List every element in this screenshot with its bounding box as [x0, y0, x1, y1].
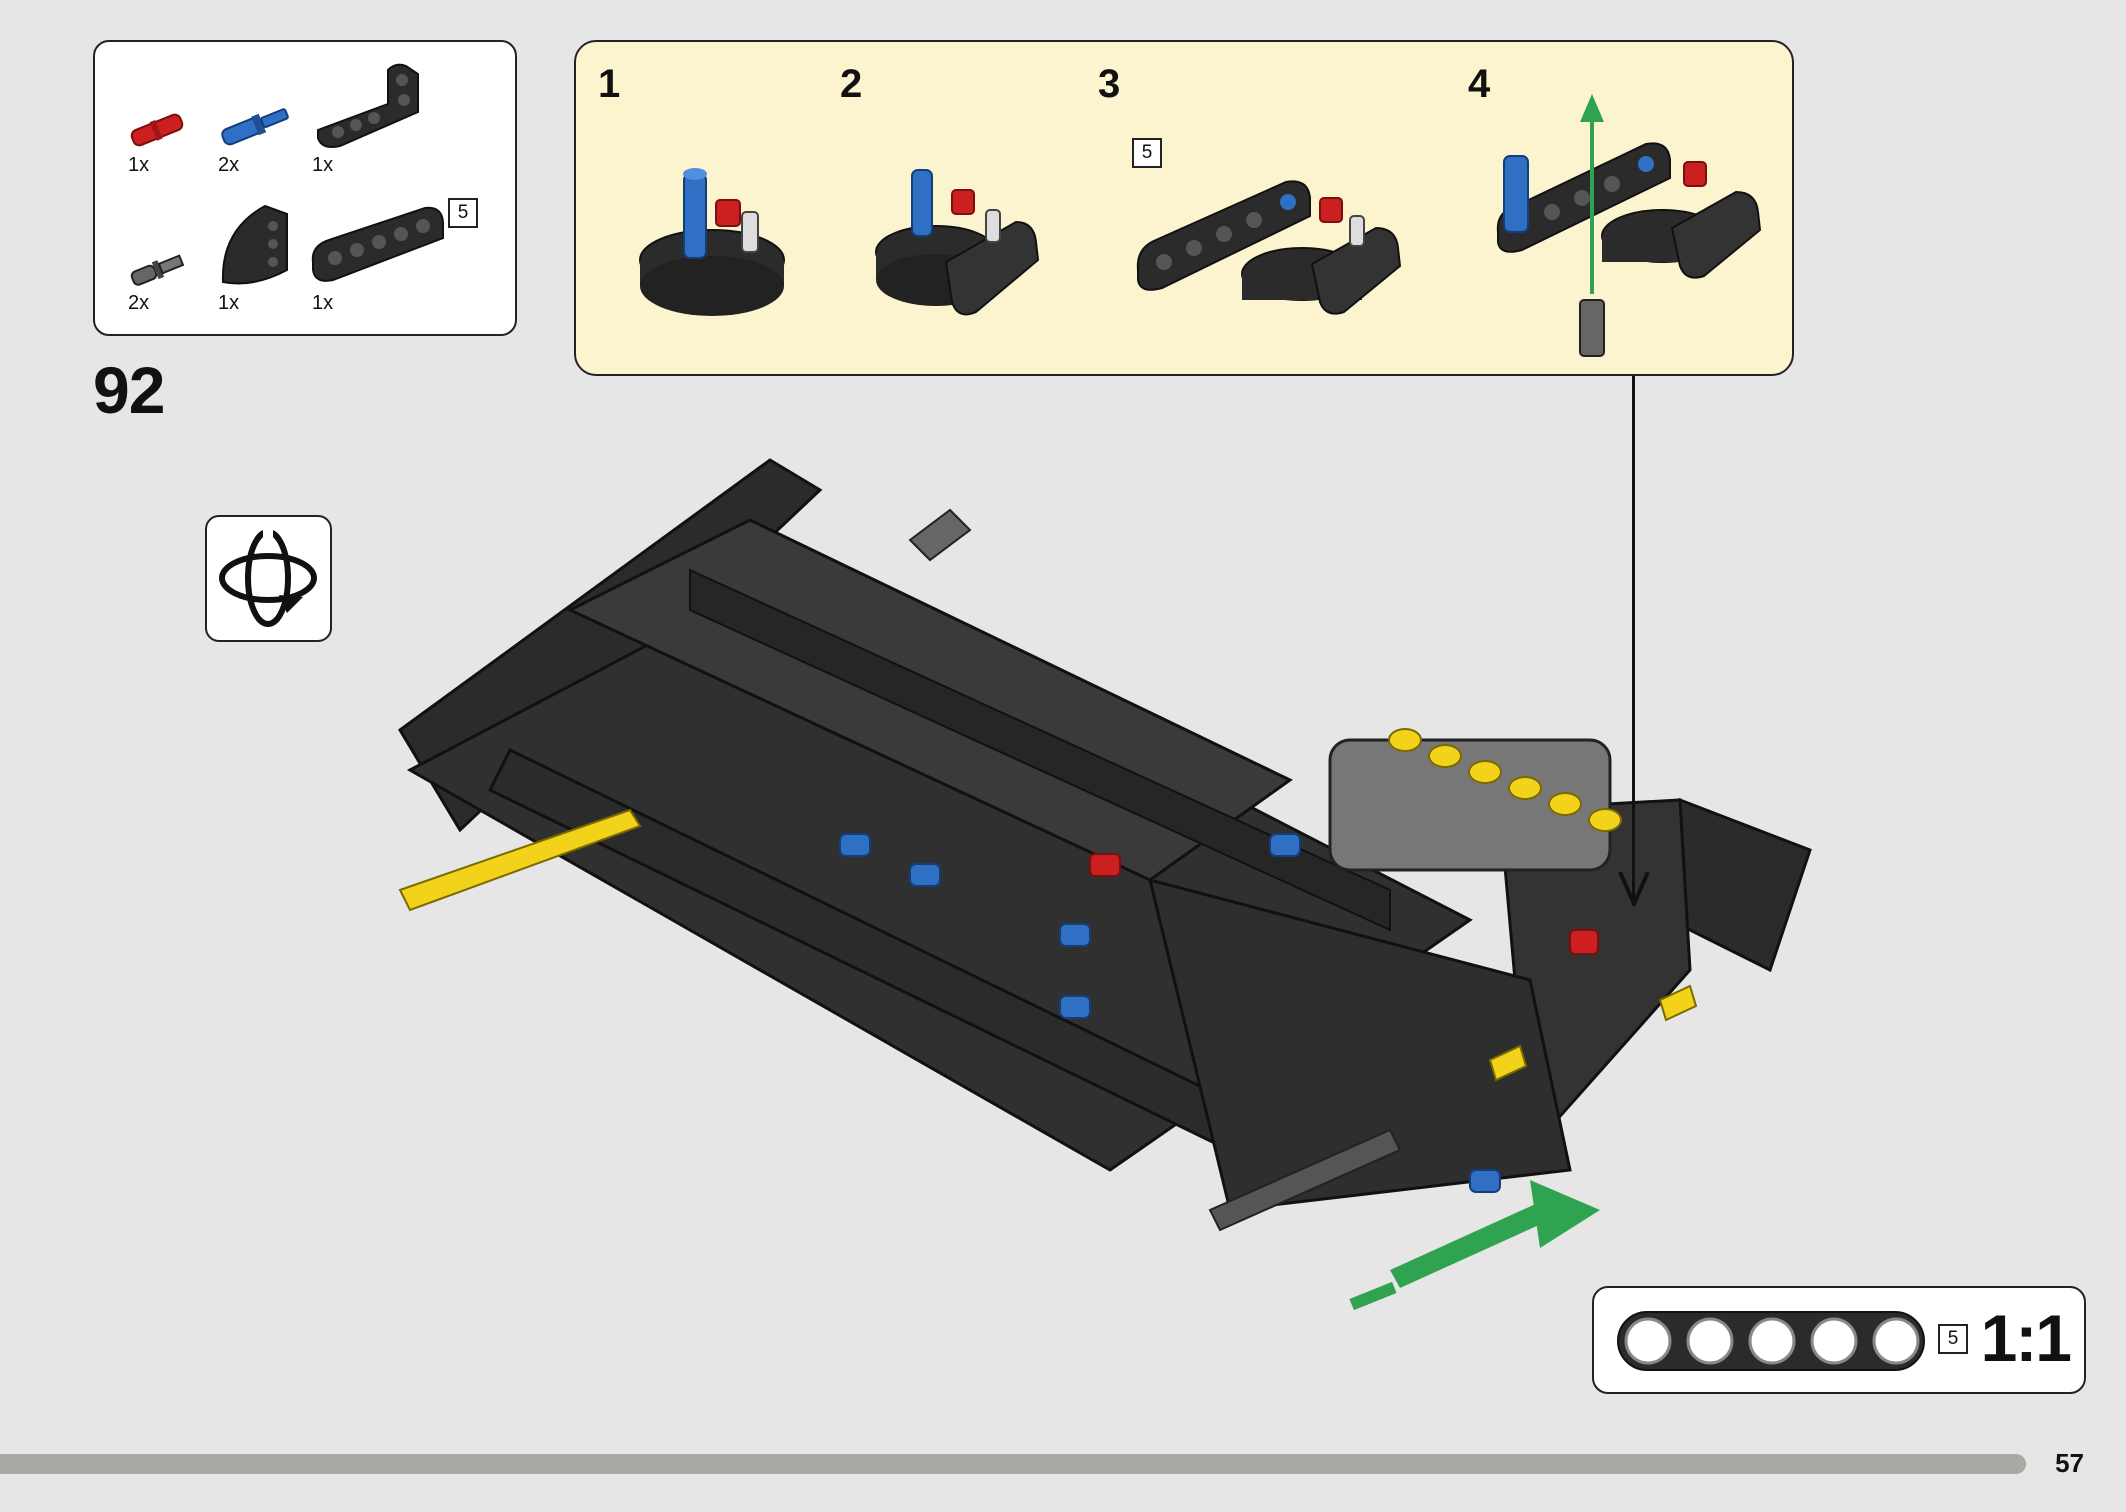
curved-panel-part: [221, 204, 288, 285]
beam-5-length-label: 5: [448, 198, 478, 228]
engine-cylinders: [1328, 728, 1622, 872]
blue-axle-pin-part: [221, 108, 289, 146]
page-number: 57: [2055, 1448, 2084, 1478]
substep-2-illustration: [875, 169, 1040, 316]
angled-beam-part: [317, 63, 419, 148]
gray-axle: [908, 508, 972, 562]
model-assembly-illustration: [398, 458, 1812, 1311]
substep-4-illustration: [1496, 94, 1762, 357]
callout-pointer-line: [1632, 376, 1635, 906]
curved-panel-quantity: 1x: [218, 292, 240, 314]
beam-5-quantity: 1x: [312, 292, 334, 314]
callout-arrowhead: [1618, 871, 1650, 906]
scale-length-label: 5: [1938, 1324, 1968, 1354]
axle-connector-quantity: 2x: [128, 292, 150, 314]
red-pin-quantity: 1x: [128, 154, 150, 176]
beam-5-part: [311, 206, 444, 282]
blue-pins: [839, 833, 1501, 1193]
scale-ratio: 1:1: [1980, 1301, 2072, 1375]
scale-reference-box: 5 1:1: [1592, 1286, 2086, 1394]
insert-arrow: [1349, 1180, 1600, 1311]
red-pins: [1089, 853, 1599, 955]
substep-4-number: 4: [1468, 62, 1491, 106]
axle-connector-part: [130, 254, 185, 286]
parts-list-panel: 1x 2x 1x 2x 1x 5 1x: [93, 40, 517, 336]
scale-beam-5: [1617, 1311, 1925, 1371]
substep-1-illustration: [639, 168, 785, 316]
substep-2-number: 2: [840, 62, 863, 106]
substep-3-number: 3: [1098, 62, 1121, 106]
blue-axle-pin-quantity: 2x: [218, 154, 240, 176]
yellow-axles: [398, 808, 1698, 1082]
rotate-model-icon: [219, 527, 317, 627]
step-number: 92: [93, 353, 165, 427]
substep-3-illustration: [1136, 180, 1402, 315]
red-pin-part: [130, 113, 184, 147]
bottom-gray-axle: [1208, 1128, 1402, 1232]
angled-beam-quantity: 1x: [312, 154, 334, 176]
subassembly-panel: 1 2 3 5 4: [574, 40, 1794, 376]
rotate-model-box: [205, 515, 332, 642]
substep-1-number: 1: [598, 62, 621, 106]
progress-bar: [0, 1454, 2026, 1474]
substep-3-length-label: 5: [1132, 138, 1162, 168]
